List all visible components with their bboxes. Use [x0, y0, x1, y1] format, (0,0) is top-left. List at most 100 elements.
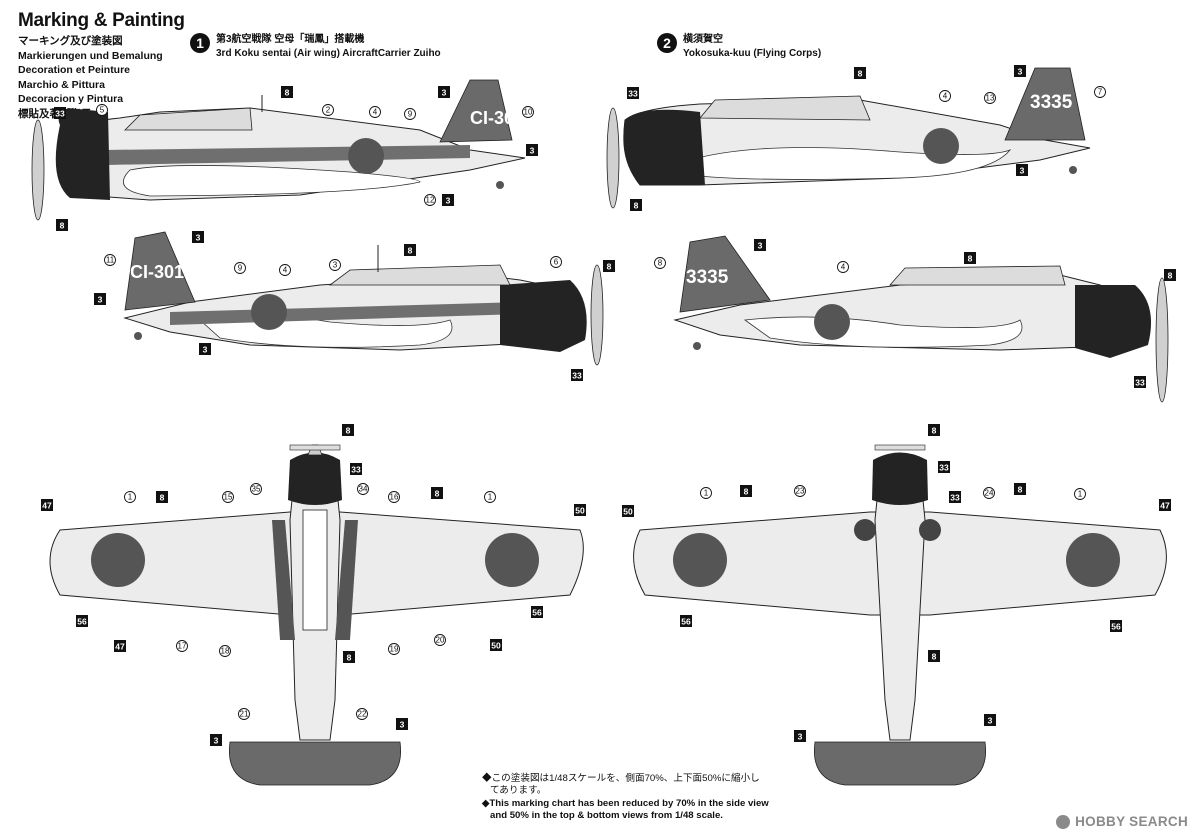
- callout-label: 56: [532, 608, 542, 618]
- callout-label: 50: [575, 506, 585, 516]
- callout-label: 3: [758, 241, 763, 251]
- subtitle-it: Marchio & Pittura: [18, 78, 105, 91]
- callout-side1-7: 3: [438, 86, 450, 98]
- callout-label: 33: [55, 109, 65, 119]
- side-view-scheme2-right: 3335: [673, 235, 1169, 403]
- callout-side2-9: 3: [329, 259, 341, 271]
- callout-label: 8: [1168, 271, 1173, 281]
- callout-label: 8: [932, 652, 937, 662]
- callout-top-12: 56: [76, 615, 88, 627]
- callout-side4-1: 3: [754, 239, 766, 251]
- note-jp-1: ◆この塗装図は1/48スケールを、側面70%、上下面50%に縮小し: [482, 773, 760, 784]
- callout-label: 3: [1018, 67, 1023, 77]
- scheme-1-number: 1: [190, 33, 210, 53]
- callout-label: 3: [988, 716, 993, 726]
- side-view-scheme1-left: CI-301: [31, 79, 526, 221]
- callout-side3-5: 7: [1094, 86, 1106, 98]
- callout-side3-2: 4: [939, 90, 951, 102]
- callout-side4-2: 4: [837, 261, 849, 273]
- scheme-2-jp: 横須賀空: [683, 34, 723, 45]
- callout-label: 8: [858, 69, 863, 79]
- callout-side1-5: 9: [404, 108, 416, 120]
- callout-label: 3: [203, 345, 208, 355]
- callout-label: 1: [704, 489, 709, 498]
- callout-label: 47: [115, 642, 125, 652]
- callout-label: 4: [943, 92, 948, 101]
- callout-top-24: 3: [210, 734, 222, 746]
- callout-label: 19: [390, 645, 399, 654]
- callout-label: 50: [623, 507, 633, 517]
- subtitle-de: Markierungen und Bemalung: [18, 49, 163, 62]
- top-view-scheme1: [49, 444, 584, 786]
- callout-label: 50: [491, 641, 501, 651]
- callout-top-17: 20: [434, 634, 446, 646]
- callout-label: 8: [607, 262, 612, 272]
- callout-label: 7: [1098, 88, 1103, 97]
- watermark: HOBBY SEARCH: [1056, 814, 1188, 829]
- bottom-view-scheme2: [633, 444, 1167, 786]
- callout-label: 3: [446, 196, 451, 206]
- callout-label: 12: [426, 196, 435, 205]
- callout-top-8: 16: [388, 491, 400, 503]
- callout-top-11: 50: [574, 504, 586, 516]
- callout-bottom-4: 8: [740, 485, 752, 497]
- callout-bottom-14: 3: [794, 730, 806, 742]
- watermark-text: HOBBY SEARCH: [1075, 814, 1188, 829]
- tail-code-1a: CI-301: [470, 108, 524, 128]
- callout-label: 8: [634, 201, 639, 211]
- callout-label: 16: [390, 493, 399, 502]
- callout-top-3: 1: [124, 491, 136, 503]
- callout-label: 24: [985, 489, 994, 498]
- subtitle-fr: Decoration et Peinture: [18, 64, 131, 76]
- callout-side1-1: 5: [96, 104, 108, 116]
- callout-label: 6: [554, 258, 559, 267]
- callout-side3-1: 8: [854, 67, 866, 79]
- callout-side3-6: 3: [1016, 164, 1028, 176]
- hobby-search-logo-icon: [1056, 814, 1071, 829]
- callout-label: 56: [77, 617, 87, 627]
- callout-label: 10: [524, 108, 533, 117]
- callout-side4-3: 8: [964, 252, 976, 264]
- callout-top-1: 33: [350, 463, 362, 475]
- callout-label: 47: [42, 501, 52, 511]
- callout-label: 33: [939, 463, 949, 473]
- callout-label: 8: [408, 246, 413, 256]
- callout-label: 33: [351, 465, 361, 475]
- callout-side2-0: 11: [104, 254, 116, 266]
- callout-label: 33: [950, 493, 960, 503]
- callout-label: 56: [681, 617, 691, 627]
- callout-label: 15: [224, 493, 233, 502]
- callout-label: 35: [252, 485, 261, 494]
- tail-code-1b: CI-301: [130, 262, 184, 282]
- callout-label: 3: [196, 233, 201, 243]
- callout-top-7: 34: [357, 483, 369, 495]
- callout-side4-0: 8: [654, 257, 666, 269]
- callout-label: 3: [400, 720, 405, 730]
- subtitle-es: Decoracion y Pintura: [18, 93, 124, 105]
- callout-bottom-10: 47: [1159, 499, 1171, 511]
- callout-label: 8: [347, 653, 352, 663]
- tail-code-2a: 3335: [1030, 92, 1073, 113]
- callout-side4-5: 33: [1134, 376, 1146, 388]
- callout-side2-8: 3: [199, 343, 211, 355]
- callout-side2-3: 4: [279, 264, 291, 276]
- callout-bottom-3: 1: [700, 487, 712, 499]
- callout-label: 1: [488, 493, 493, 502]
- callout-side2-5: 8: [404, 244, 416, 256]
- callout-label: 33: [1135, 378, 1145, 388]
- callout-bottom-12: 56: [1110, 620, 1122, 632]
- callout-side3-0: 33: [627, 87, 639, 99]
- callout-top-9: 8: [431, 487, 443, 499]
- callout-label: 3: [798, 732, 803, 742]
- callout-top-5: 15: [222, 491, 234, 503]
- callout-side1-0: 33: [54, 107, 66, 119]
- callout-side1-11: 8: [56, 219, 68, 231]
- callout-bottom-8: 8: [1014, 483, 1026, 495]
- callout-bottom-2: 50: [622, 505, 634, 517]
- callout-side2-4: 3: [94, 293, 106, 305]
- callout-side1-8: 3: [526, 144, 538, 156]
- callout-label: 8: [160, 493, 165, 503]
- callout-bottom-11: 56: [680, 615, 692, 627]
- callout-label: 17: [178, 642, 187, 651]
